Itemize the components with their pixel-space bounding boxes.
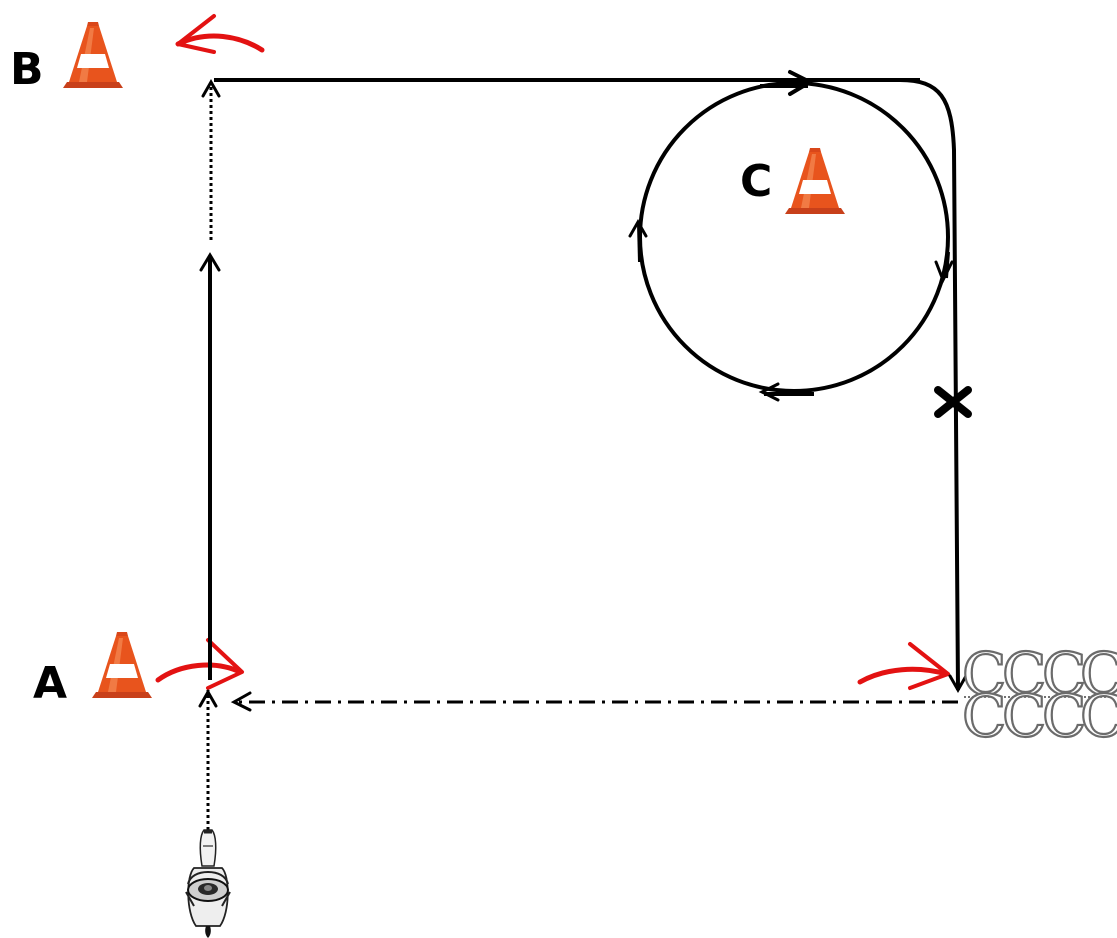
turn-arrow-b-icon <box>175 14 265 54</box>
arrowhead-at-b <box>201 78 221 98</box>
cone-b-icon <box>63 22 123 88</box>
pole-top-2-icon: C <box>1002 640 1046 708</box>
arrowhead-down-poles <box>948 674 968 694</box>
arrowhead-up-mid <box>199 252 221 272</box>
cone-label-a: A <box>33 658 67 709</box>
arrow-shaft-circle-left <box>637 223 642 263</box>
pole-top-4-icon: C <box>1080 640 1117 708</box>
arrowhead-circle-right <box>934 260 954 284</box>
x-mark-icon <box>934 386 972 418</box>
arrowhead-circle-left <box>628 218 648 238</box>
pole-bottom-1-icon: C <box>962 682 1006 750</box>
turn-arrow-poles-icon <box>857 642 950 690</box>
pole-bottom-3-icon: C <box>1042 682 1086 750</box>
route-right-side <box>899 78 960 691</box>
cone-c-icon <box>785 148 845 214</box>
arrow-shaft-circle-right <box>944 251 950 279</box>
pole-bottom-4-icon: C <box>1080 682 1117 750</box>
pole-bottom-2-icon: C <box>1002 682 1046 750</box>
arrowhead-at-a <box>198 688 218 708</box>
ground-poles: C C C C C C C C <box>961 639 1117 751</box>
arrowhead-circle-bottom <box>758 382 780 402</box>
pole-top-1-icon: C <box>962 640 1006 708</box>
arrowhead-return-a <box>230 691 252 712</box>
circle-around-c <box>638 81 950 393</box>
horse-and-rider-top-view-icon <box>185 829 231 938</box>
cone-a-icon <box>92 632 152 698</box>
cone-label-c: C <box>740 156 772 207</box>
turn-arrow-a-icon <box>155 638 244 690</box>
cone-label-b: B <box>10 44 44 95</box>
pole-top-3-icon: C <box>1042 640 1086 708</box>
